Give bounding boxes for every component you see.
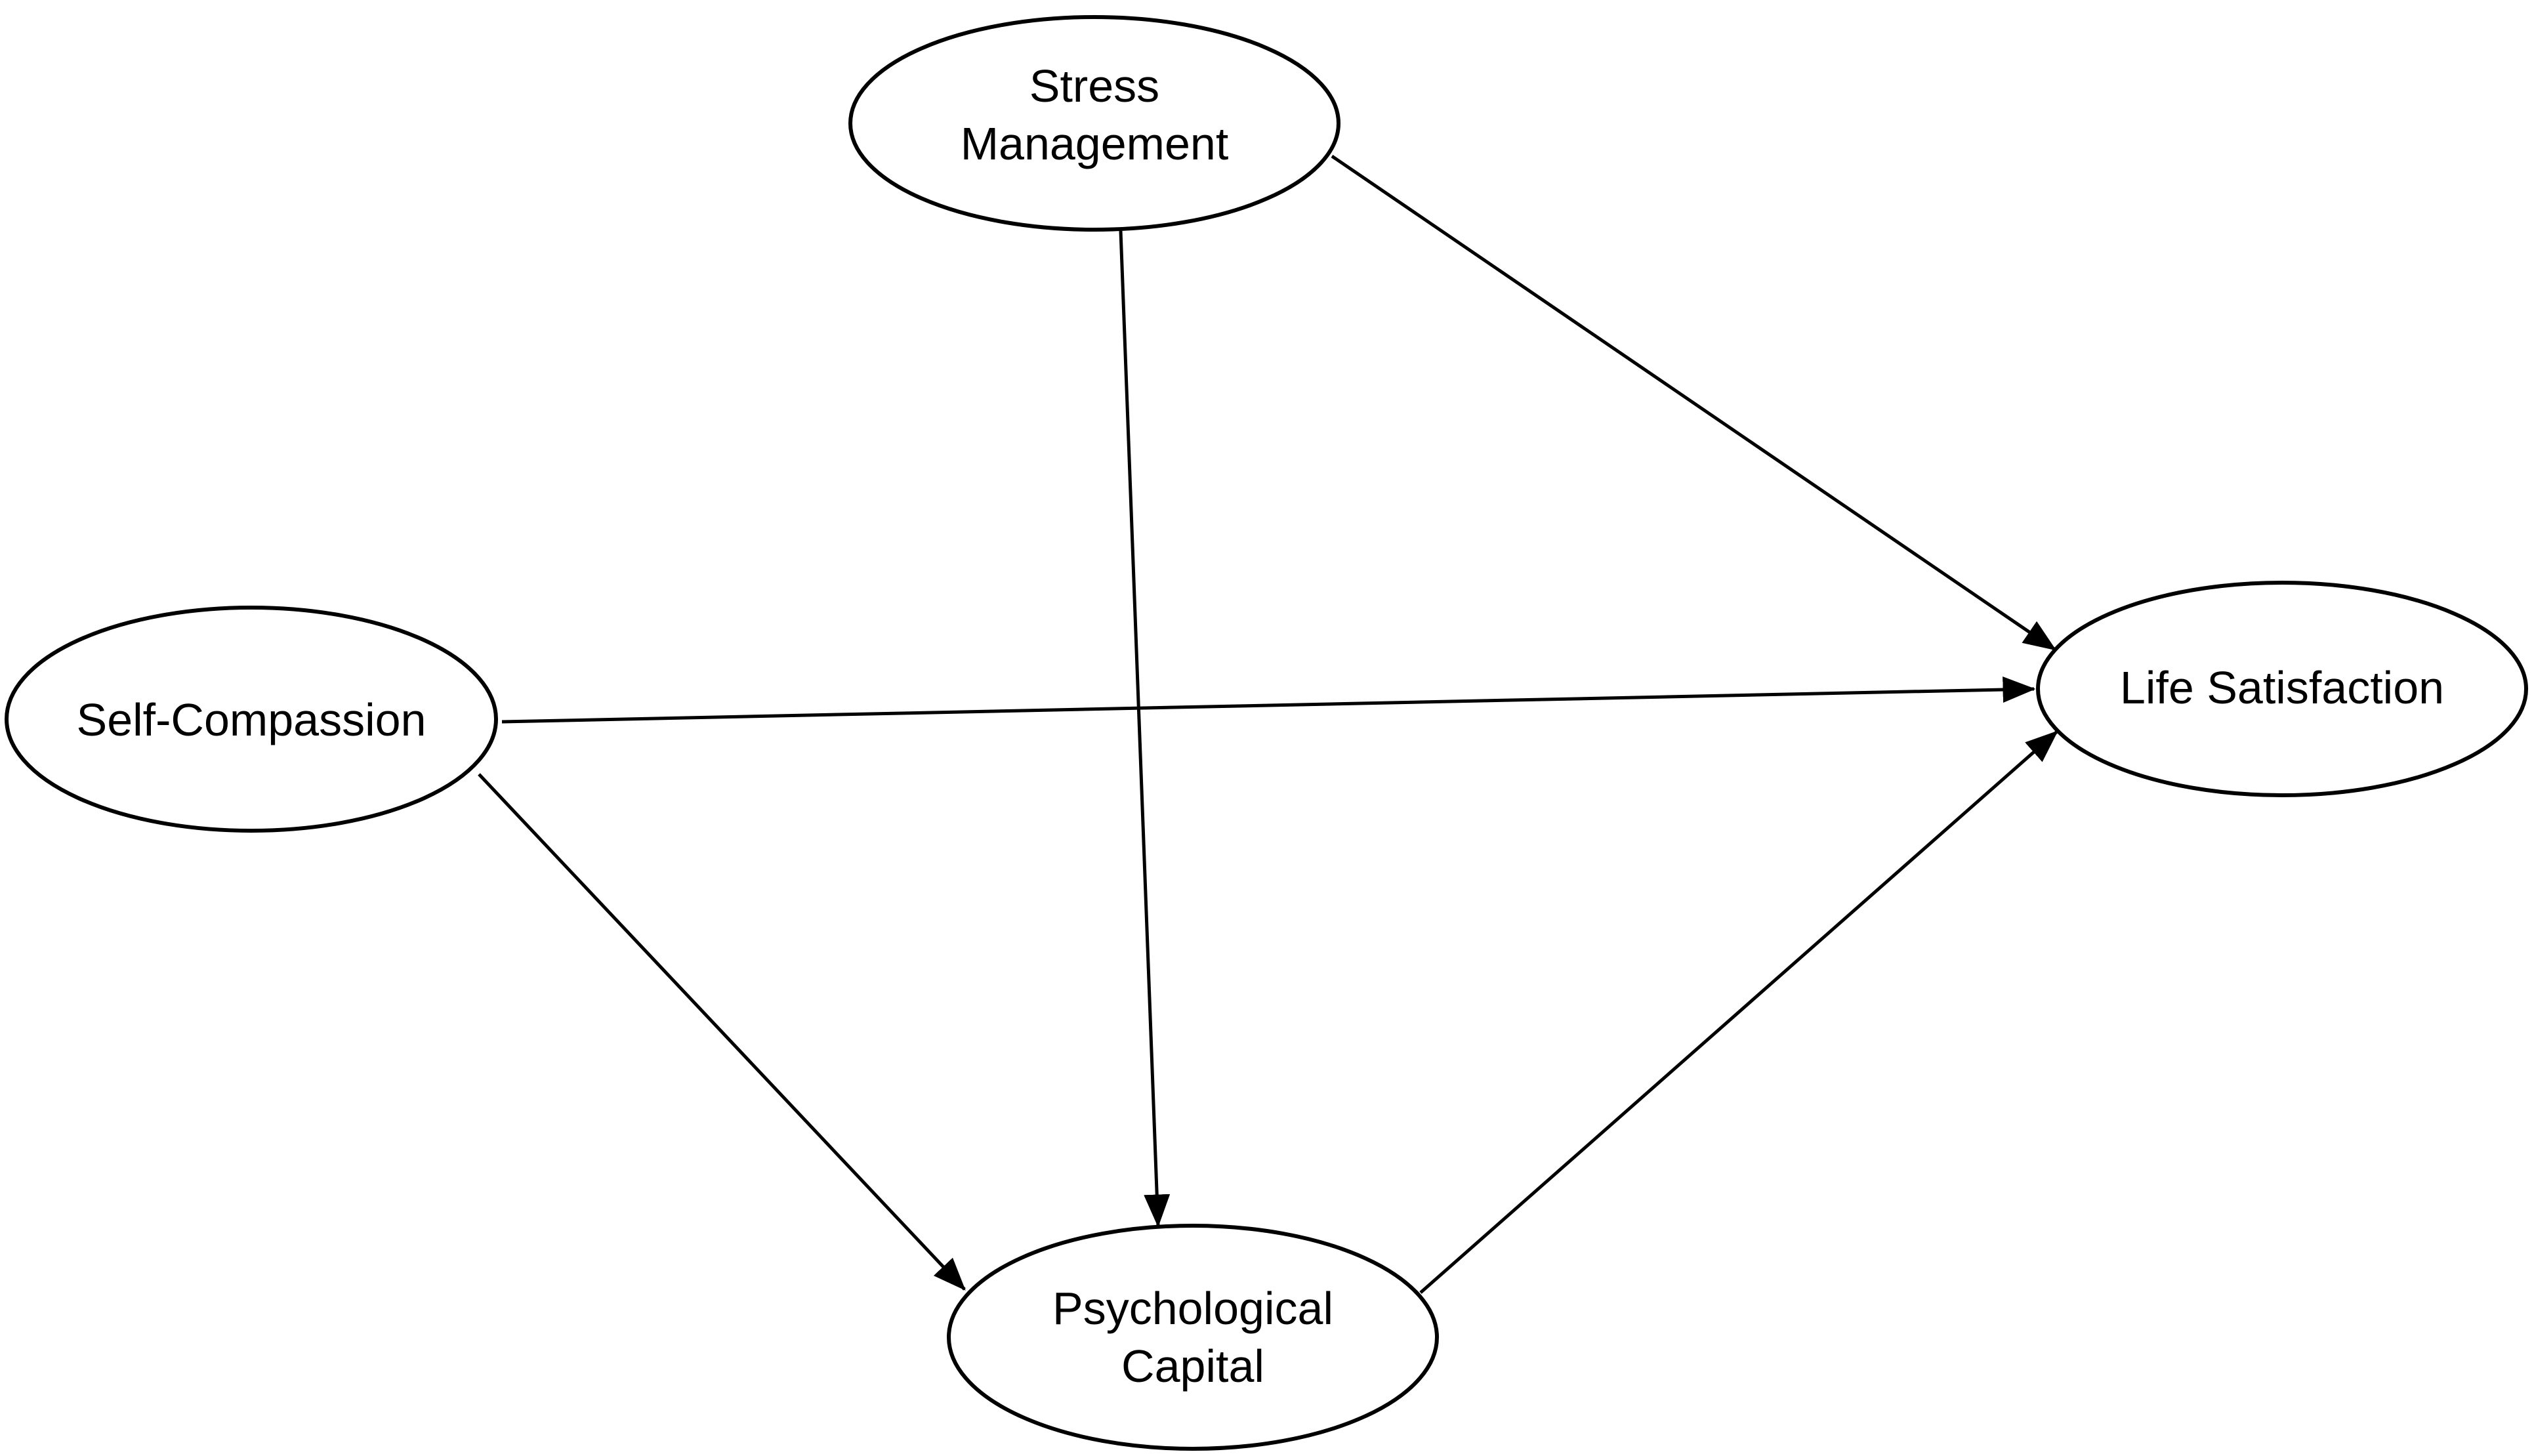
edge-selfcomp-to-psycap [478, 773, 966, 1291]
node-psychological-capital-label-line2: Capital [1121, 1341, 1264, 1392]
node-self-compassion: Self-Compassion [5, 606, 498, 833]
node-life-satisfaction: Life Satisfaction [2036, 581, 2528, 797]
node-stress-management-label-line1: Stress [1029, 60, 1159, 112]
node-stress-management-shape [848, 15, 1340, 232]
node-stress-management: Stress Management [848, 15, 1340, 232]
edge-stress-to-lifesat [1331, 154, 2057, 652]
edge-selfcomp-to-lifesat [501, 676, 2036, 724]
node-psychological-capital: Psychological Capital [947, 1224, 1439, 1451]
node-psychological-capital-shape [947, 1224, 1439, 1451]
node-self-compassion-label: Self-Compassion [77, 694, 426, 745]
node-life-satisfaction-shape [2036, 581, 2528, 797]
node-self-compassion-shape [5, 606, 498, 833]
node-psychological-capital-label-line1: Psychological [1052, 1283, 1333, 1334]
node-stress-management-label-line2: Management [961, 118, 1229, 169]
node-life-satisfaction-label: Life Satisfaction [2120, 662, 2444, 713]
edge-stress-to-psycap [1119, 230, 1171, 1228]
edge-psycap-to-lifesat [1419, 730, 2058, 1294]
